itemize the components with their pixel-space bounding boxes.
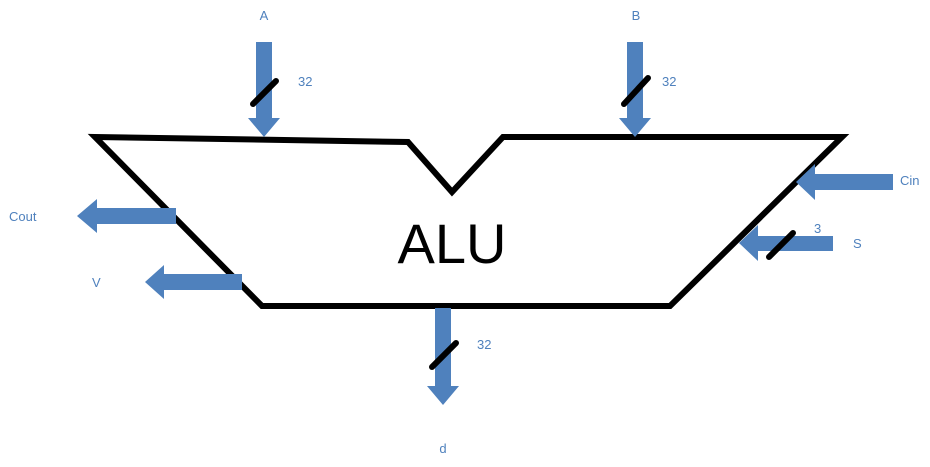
input-b-label: B bbox=[632, 8, 641, 23]
input-s-label: S bbox=[853, 236, 862, 251]
output-v-arrow bbox=[145, 265, 242, 299]
alu-title: ALU bbox=[398, 212, 507, 275]
input-a-bus-slash bbox=[250, 78, 279, 107]
alu-body bbox=[87, 133, 850, 309]
input-b-bus-slash bbox=[621, 75, 651, 107]
output-cout-label: Cout bbox=[9, 209, 37, 224]
output-d-width-label: 32 bbox=[477, 337, 491, 352]
input-a-label: A bbox=[260, 8, 269, 23]
output-d-bus-slash bbox=[429, 340, 459, 370]
input-a-width-label: 32 bbox=[298, 74, 312, 89]
input-s-width-label: 3 bbox=[814, 221, 821, 236]
input-s-bus-slash bbox=[766, 230, 796, 260]
output-cout-arrow bbox=[77, 199, 176, 233]
output-d-label: d bbox=[439, 441, 446, 456]
input-cin-label: Cin bbox=[900, 173, 920, 188]
input-cin-arrow bbox=[796, 164, 893, 200]
output-v-label: V bbox=[92, 275, 101, 290]
input-b-width-label: 32 bbox=[662, 74, 676, 89]
